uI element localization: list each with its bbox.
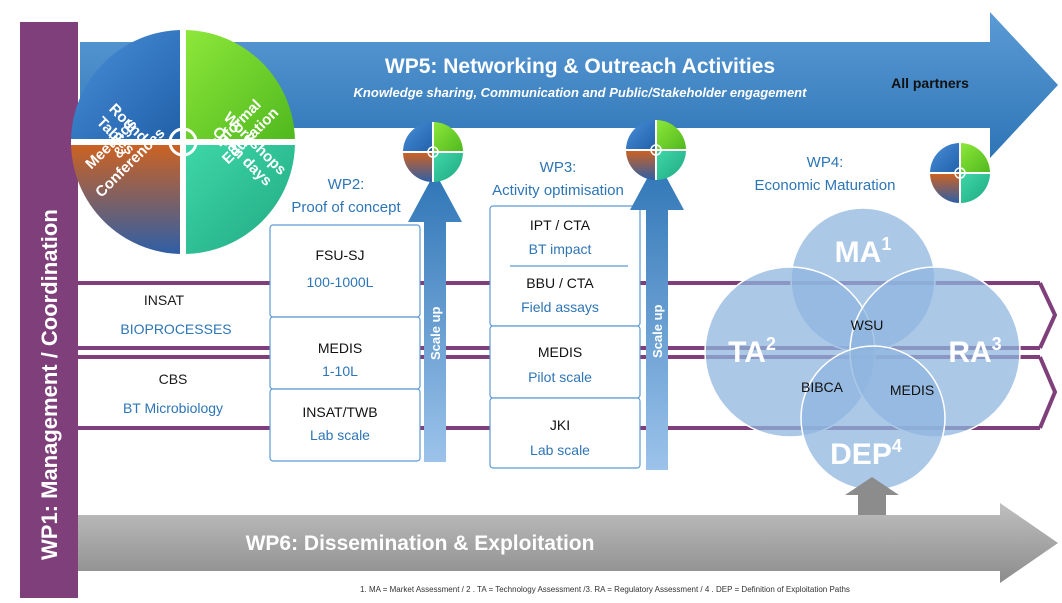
wp2-title-number: WP2: <box>328 176 365 193</box>
row-insat-name: INSAT <box>144 292 185 308</box>
wp1-bar <box>20 22 78 598</box>
wp4-mini-wheel-icon <box>929 142 991 204</box>
venn-label-ta: TA2 <box>728 334 776 369</box>
wp2-box-group <box>269 224 421 462</box>
wp2-title-name: Proof of concept <box>291 199 401 216</box>
row-cbs-name: CBS <box>159 371 188 387</box>
wp3-box3-name: MEDIS <box>538 344 582 360</box>
wp3-title-name: Activity optimisation <box>492 182 624 199</box>
wheel-quadrant-workshops <box>183 30 295 142</box>
venn-label-dep: DEP4 <box>830 436 902 471</box>
wp3-box2-name: BBU / CTA <box>526 275 594 291</box>
footnote: 1. MA = Market Assessment / 2 . TA = Tec… <box>360 585 850 594</box>
wp2-box3-name: INSAT/TWB <box>302 404 377 420</box>
wp6-arrow <box>78 503 1058 583</box>
venn-label-medis: MEDIS <box>890 382 934 398</box>
wp3-box3-detail: Pilot scale <box>528 369 592 385</box>
wheel-quadrant-informal-education <box>183 142 295 254</box>
wp5-subtitle: Knowledge sharing, Communication and Pub… <box>354 85 808 100</box>
wp4-title-number: WP4: <box>807 154 844 171</box>
wp2-scale-up-arrow <box>408 172 462 462</box>
venn-label-ra: RA3 <box>948 334 1001 369</box>
wp2-mini-wheel-icon <box>402 121 464 183</box>
wp4-title-name: Economic Maturation <box>755 177 896 194</box>
wp4-venn <box>704 207 1021 491</box>
wp3-scale-up-label: Scale up <box>650 304 665 358</box>
wp5-title: WP5: Networking & Outreach Activities <box>385 55 775 78</box>
outreach-wheel: Meetings & Conferences Workshops Open da… <box>71 30 295 254</box>
venn-label-bibca: BIBCA <box>801 379 844 395</box>
wp2-box1-name: FSU-SJ <box>316 247 365 263</box>
wheel-quadrant-round-tables <box>71 142 183 254</box>
wp3-box4-name: JKI <box>550 417 570 433</box>
wp6-title: WP6: Dissemination & Exploitation <box>246 532 595 555</box>
wp3-box1-detail: BT impact <box>529 241 592 257</box>
venn-label-wsu: WSU <box>851 317 884 333</box>
dep-up-arrow <box>845 477 899 515</box>
venn-label-ma: MA1 <box>835 234 892 269</box>
wp3-title-number: WP3: <box>540 159 577 176</box>
wheel-quadrant-meetings <box>71 30 183 142</box>
wp5-arrow <box>80 12 1058 158</box>
wp2-scale-up-label: Scale up <box>428 306 443 360</box>
wp2-box2-name: MEDIS <box>318 340 362 356</box>
wp2-box2-detail: 1-10L <box>322 363 358 379</box>
wp3-box4-detail: Lab scale <box>530 442 590 458</box>
wp3-box1-name: IPT / CTA <box>530 217 591 233</box>
row-insat-field: BIOPROCESSES <box>120 321 231 337</box>
wp1-label: WP1: Management / Coordination <box>37 209 62 560</box>
row-cbs-field: BT Microbiology <box>123 400 223 416</box>
wp3-mini-wheel-icon <box>625 119 687 181</box>
wp5-partners: All partners <box>891 75 969 91</box>
wp2-box3-detail: Lab scale <box>310 427 370 443</box>
wp3-scale-up-arrow <box>630 160 684 470</box>
wheel-center-ring <box>168 127 198 157</box>
wp2-box1-detail: 100-1000L <box>307 274 374 290</box>
wp3-box2-detail: Field assays <box>521 299 599 315</box>
